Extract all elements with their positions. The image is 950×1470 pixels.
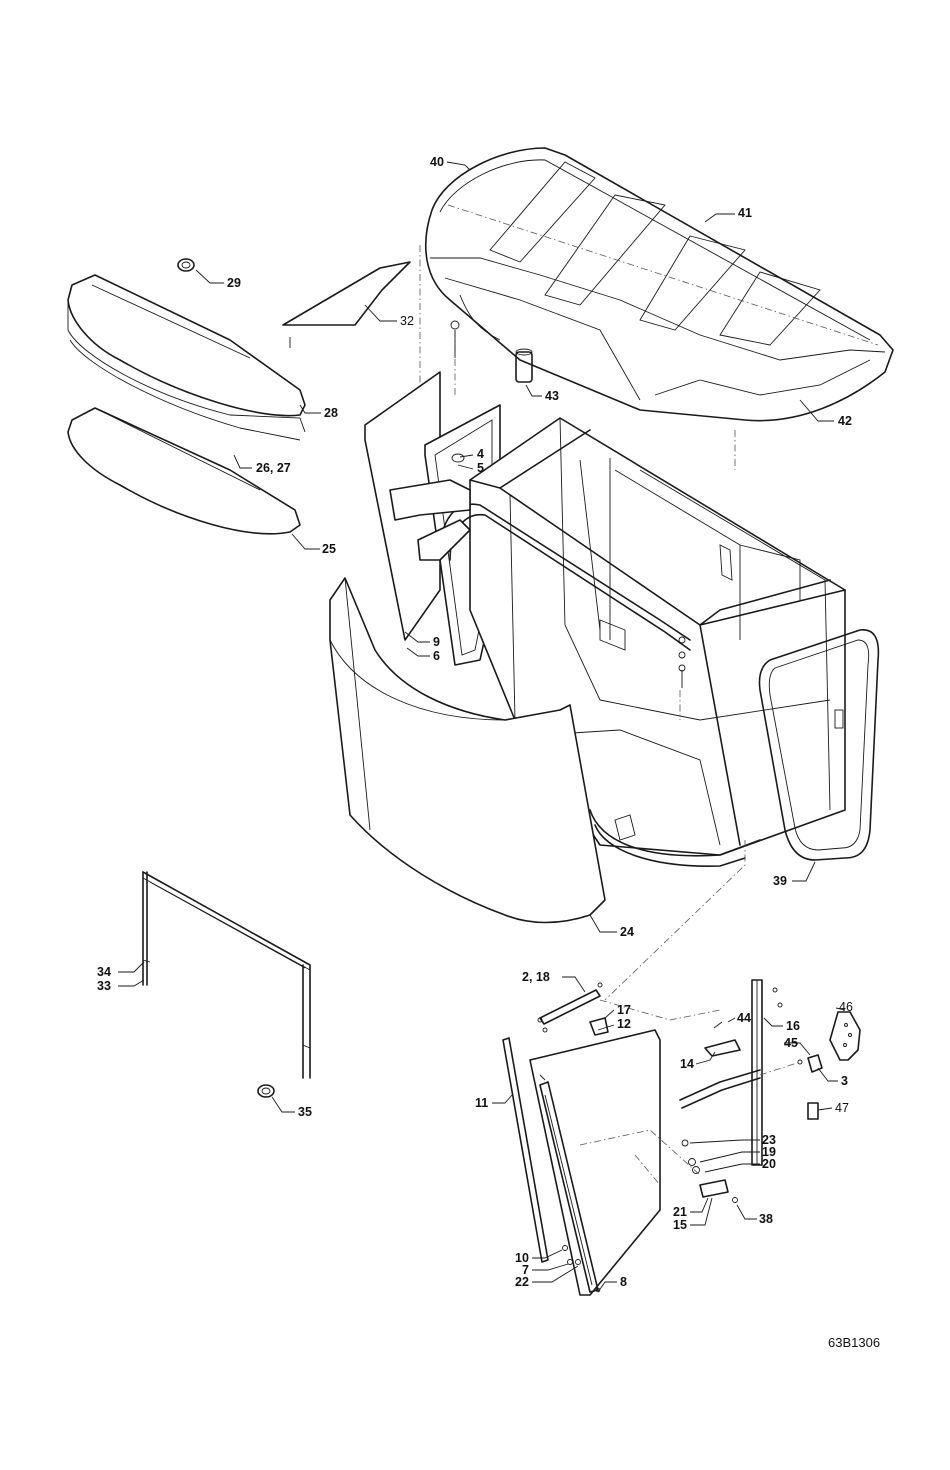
callout-21: 21 (673, 1205, 687, 1219)
bracket-3 (808, 1055, 822, 1072)
callout-14: 14 (680, 1057, 694, 1071)
callout-17: 17 (617, 1003, 631, 1017)
callout-11: 11 (475, 1096, 488, 1110)
callout-28: 28 (324, 406, 338, 420)
callout-16: 16 (786, 1019, 800, 1033)
callout-42: 42 (838, 414, 852, 428)
latch-17 (590, 1018, 608, 1035)
callout-38: 38 (759, 1212, 773, 1226)
callout-34: 34 (97, 965, 111, 979)
callout-6: 6 (433, 649, 440, 663)
callout-41: 41 (738, 206, 752, 220)
callout-15: 15 (673, 1218, 687, 1232)
door-glass-12 (530, 1030, 660, 1295)
callout-35: 35 (298, 1105, 312, 1119)
callout-22: 22 (515, 1275, 529, 1289)
callout-9: 9 (433, 635, 440, 649)
roof-assembly (426, 148, 893, 421)
callout-26-27: 26, 27 (256, 461, 291, 475)
trim-cap-29 (178, 259, 194, 271)
callout-3: 3 (841, 1074, 848, 1088)
callout-5: 5 (477, 461, 484, 475)
bracket-32 (283, 262, 410, 348)
callout-40: 40 (430, 155, 444, 169)
drawing-number: 63B1306 (828, 1335, 880, 1350)
callout-47: 47 (835, 1101, 849, 1115)
roof-fastener (451, 321, 459, 358)
rear-upper-panel-28 (68, 275, 305, 432)
callout-46: 46 (839, 1000, 853, 1014)
cover-46 (830, 1012, 860, 1060)
callout-20: 20 (762, 1157, 776, 1171)
callout-29: 29 (227, 276, 241, 290)
plug-35 (258, 1085, 274, 1097)
callout-33: 33 (97, 979, 111, 993)
callout-44: 44 (737, 1011, 751, 1025)
callout-12: 12 (617, 1017, 631, 1031)
callout-4: 4 (477, 447, 484, 461)
callout-25: 25 (322, 542, 336, 556)
handle-14 (680, 1040, 760, 1108)
callout-32: 32 (400, 314, 414, 328)
rear-window-frame-33-34 (143, 872, 310, 1078)
callout-24: 24 (620, 925, 634, 939)
callout-43: 43 (545, 389, 559, 403)
door-rod-2-18 (540, 990, 600, 1024)
callout-39: 39 (773, 874, 787, 888)
plate-47 (808, 1103, 818, 1119)
callout-8: 8 (620, 1275, 627, 1289)
handle-44 (714, 1022, 722, 1028)
callout-2-18: 2, 18 (522, 970, 550, 984)
callout-45: 45 (784, 1036, 798, 1050)
